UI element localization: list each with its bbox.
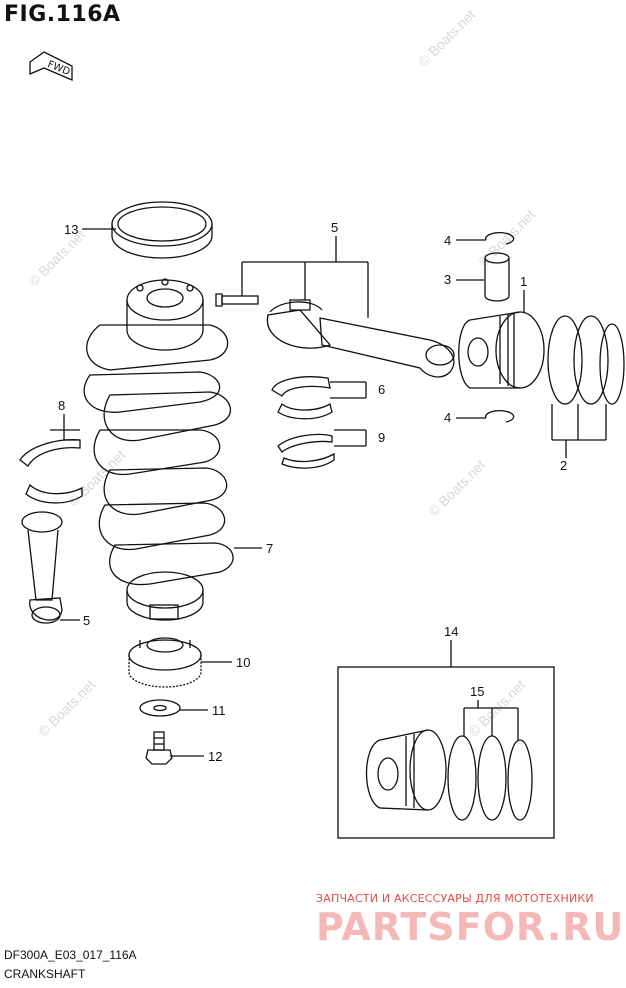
- piston-pin-3: [484, 252, 510, 302]
- bearing-9: [277, 433, 335, 469]
- callout-1: 1: [520, 274, 527, 289]
- piston-ring-2b: [573, 315, 609, 405]
- shop-tagline: ЗАПЧАСТИ И АКСЕССУАРЫ ДЛЯ МОТОТЕХНИКИ: [316, 892, 594, 905]
- callout-12: 12: [208, 749, 222, 764]
- crankshaft-7: [83, 278, 234, 621]
- circlip-4-lower: [485, 410, 515, 423]
- connecting-rod-5-lower: [21, 511, 63, 624]
- figure-title: FIG.116A: [4, 2, 121, 27]
- piston-ring-2c: [599, 323, 625, 405]
- callout-4: 4: [444, 233, 451, 248]
- piston-ring-15a: [447, 735, 477, 821]
- piston-ring-15c: [507, 739, 533, 821]
- callout-8: 8: [58, 398, 65, 413]
- diagram-code: DF300A_E03_017_116A: [4, 948, 137, 962]
- callout-2: 2: [560, 458, 567, 473]
- assembly-box-14: [337, 666, 555, 839]
- piston-ring-2a: [547, 315, 583, 405]
- shop-logo: PARTSFOR.RU: [316, 905, 625, 949]
- callout-13: 13: [64, 222, 78, 237]
- fwd-arrow-icon: FWD: [29, 51, 73, 81]
- callout-4-lower: 4: [444, 410, 451, 425]
- callout-5: 5: [331, 220, 338, 235]
- crank-gear-10: [128, 637, 202, 688]
- callout-10: 10: [236, 655, 250, 670]
- callout-6: 6: [378, 382, 385, 397]
- piston-ring-15b: [477, 735, 507, 821]
- bolt-12: [145, 731, 173, 765]
- washer-11: [139, 699, 181, 717]
- circlip-4-upper: [485, 232, 515, 245]
- callout-14: 14: [444, 624, 458, 639]
- callout-15: 15: [470, 684, 484, 699]
- oil-seal-13: [111, 201, 213, 259]
- fwd-label: FWD: [46, 59, 72, 78]
- callout-5-lower: 5: [83, 613, 90, 628]
- callout-3: 3: [444, 272, 451, 287]
- diagram-name: CRANKSHAFT: [4, 967, 86, 981]
- connecting-rod-5: [215, 293, 455, 378]
- callout-7: 7: [266, 541, 273, 556]
- piston-1: [458, 311, 545, 389]
- callout-9: 9: [378, 430, 385, 445]
- bearing-6: [271, 376, 333, 420]
- bearing-8: [19, 439, 83, 504]
- callout-11: 11: [212, 703, 226, 718]
- piston-assembly-14: [365, 729, 447, 811]
